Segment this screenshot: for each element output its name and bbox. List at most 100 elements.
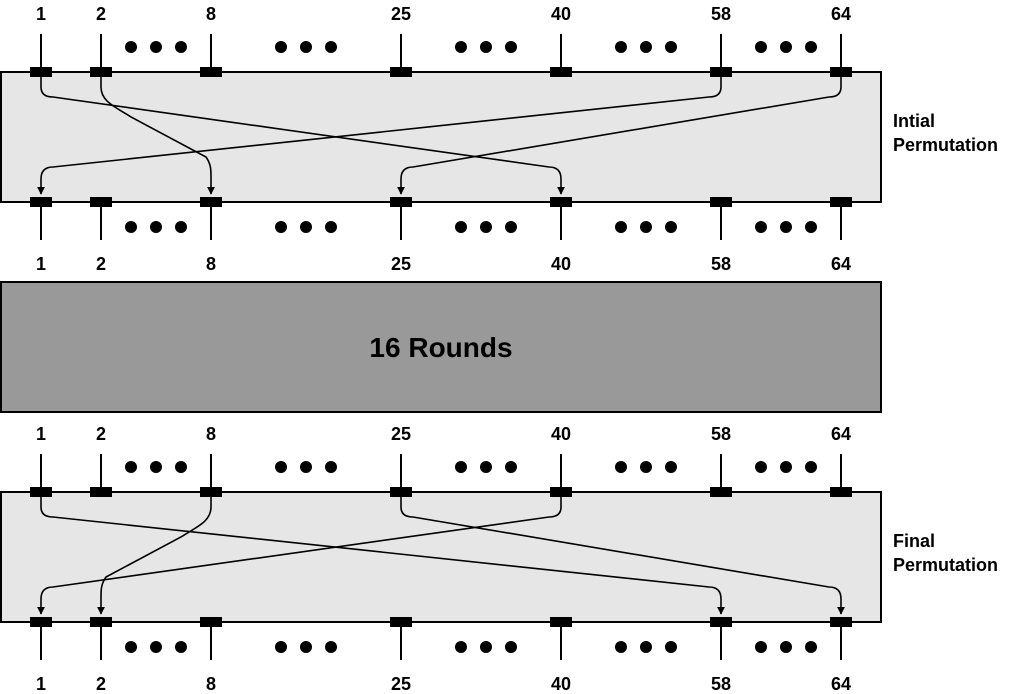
input-position-label: 8 <box>206 424 216 444</box>
ellipsis-dot <box>275 41 287 53</box>
output-position-label: 2 <box>96 674 106 694</box>
ellipsis-dot <box>505 41 517 53</box>
ellipsis-dot <box>480 641 492 653</box>
ellipsis-dot <box>125 41 137 53</box>
ellipsis-dot <box>805 221 817 233</box>
ellipsis-dot <box>125 641 137 653</box>
ellipsis-dot <box>325 41 337 53</box>
ellipsis-dot <box>805 41 817 53</box>
ellipsis-dot <box>755 641 767 653</box>
ellipsis-dot <box>455 221 467 233</box>
final-permutation-output-ellipses <box>125 641 817 653</box>
input-position-label: 25 <box>391 4 411 24</box>
output-position-label: 58 <box>711 254 731 274</box>
ellipsis-dot <box>175 641 187 653</box>
ellipsis-dot <box>480 221 492 233</box>
mapping-arrow <box>40 497 725 615</box>
ellipsis-dot <box>755 461 767 473</box>
ellipsis-dot <box>780 461 792 473</box>
input-position-label: 2 <box>96 424 106 444</box>
input-position-label: 2 <box>96 4 106 24</box>
initial-permutation-output-pins <box>30 197 852 240</box>
input-pin-block <box>710 487 732 497</box>
input-pin-block <box>390 487 412 497</box>
ellipsis-dot <box>275 461 287 473</box>
initial-permutation-label-line2: Permutation <box>893 135 998 155</box>
final-permutation-output-pins <box>30 617 852 660</box>
final-permutation-label-line1: Final <box>893 531 935 551</box>
ellipsis-dot <box>325 641 337 653</box>
ellipsis-dot <box>805 461 817 473</box>
ellipsis-dot <box>780 221 792 233</box>
input-position-label: 58 <box>711 424 731 444</box>
ellipsis-dot <box>455 461 467 473</box>
ellipsis-dot <box>780 41 792 53</box>
initial-permutation-mapping-arrows <box>37 77 842 195</box>
input-position-label: 64 <box>831 4 851 24</box>
input-pin-block <box>550 487 572 497</box>
ellipsis-dot <box>150 221 162 233</box>
rounds-section: 16 Rounds <box>0 281 882 413</box>
input-pin-block <box>200 487 222 497</box>
final-permutation-box <box>0 491 882 623</box>
initial-permutation-input-pins <box>30 34 852 77</box>
ellipsis-dot <box>505 221 517 233</box>
ellipsis-dot <box>505 461 517 473</box>
input-position-label: 40 <box>551 4 571 24</box>
input-position-label: 1 <box>36 4 46 24</box>
input-pin-block <box>830 487 852 497</box>
input-position-label: 64 <box>831 424 851 444</box>
output-position-label: 40 <box>551 674 571 694</box>
mapping-arrow <box>37 497 562 615</box>
input-pin-block <box>200 67 222 77</box>
ellipsis-dot <box>505 641 517 653</box>
output-position-label: 25 <box>391 674 411 694</box>
ellipsis-dot <box>755 41 767 53</box>
output-pin-block <box>830 617 852 627</box>
output-pin-block <box>550 197 572 207</box>
ellipsis-dot <box>325 461 337 473</box>
input-position-label: 8 <box>206 4 216 24</box>
ellipsis-dot <box>640 221 652 233</box>
ellipsis-dot <box>640 461 652 473</box>
output-position-label: 58 <box>711 674 731 694</box>
output-pin-block <box>550 617 572 627</box>
ellipsis-dot <box>300 221 312 233</box>
mapping-arrow <box>400 497 845 615</box>
input-pin-block <box>90 487 112 497</box>
output-position-label: 40 <box>551 254 571 274</box>
input-position-label: 58 <box>711 4 731 24</box>
final-permutation-mapping-arrows <box>37 497 845 615</box>
input-pin-block <box>30 67 52 77</box>
ellipsis-dot <box>615 41 627 53</box>
input-position-label: 25 <box>391 424 411 444</box>
ellipsis-dot <box>615 221 627 233</box>
output-position-label: 64 <box>831 674 851 694</box>
ellipsis-dot <box>665 221 677 233</box>
output-pin-block <box>90 197 112 207</box>
ellipsis-dot <box>175 461 187 473</box>
ellipsis-dot <box>275 221 287 233</box>
output-pin-block <box>390 197 412 207</box>
ellipsis-dot <box>275 641 287 653</box>
final-permutation-input-ellipses <box>125 461 817 473</box>
mapping-arrow <box>40 77 565 195</box>
initial-permutation-box <box>0 71 882 203</box>
ellipsis-dot <box>665 41 677 53</box>
input-pin-block <box>90 67 112 77</box>
output-pin-block <box>200 197 222 207</box>
input-pin-block <box>390 67 412 77</box>
output-position-label: 8 <box>206 254 216 274</box>
ellipsis-dot <box>125 461 137 473</box>
output-position-label: 8 <box>206 674 216 694</box>
input-pin-block <box>830 67 852 77</box>
output-position-label: 2 <box>96 254 106 274</box>
final-permutation-label-line2: Permutation <box>893 555 998 575</box>
input-position-label: 1 <box>36 424 46 444</box>
